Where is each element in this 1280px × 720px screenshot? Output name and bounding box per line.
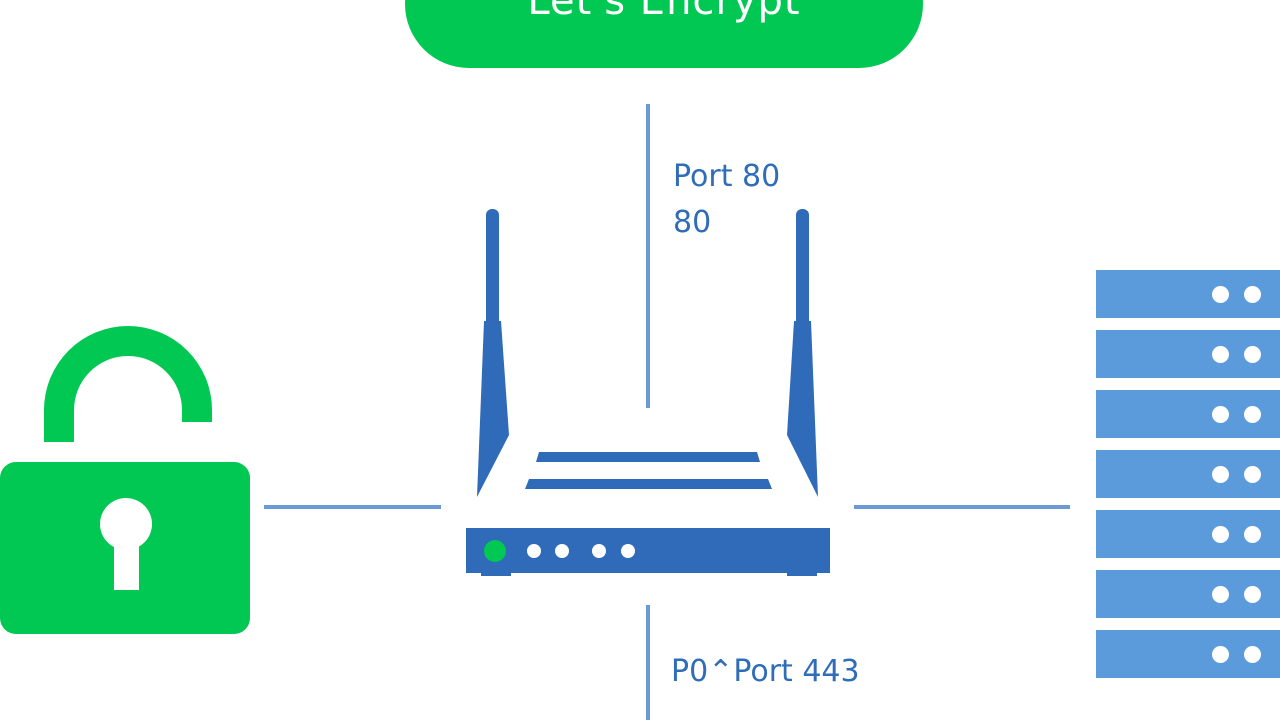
router-icon [466,209,830,576]
server-status-light [1244,466,1261,483]
padlock-icon [0,326,250,634]
router-top-stripe-1 [536,452,760,462]
router-light-3 [592,544,606,558]
server-status-light [1244,646,1261,663]
connector-line-top [646,104,650,408]
router-antenna-left-base [477,321,509,497]
router-power-light [484,540,506,562]
connector-line-left [264,505,441,509]
port-80-number-label: 80 [673,205,712,240]
server-rack-icon [1096,270,1280,690]
router-body [466,528,830,573]
port-443-label: P0⌃Port 443 [671,654,860,689]
server-status-light [1244,286,1261,303]
server-status-light [1212,286,1229,303]
server-status-light [1212,586,1229,603]
connector-line-bottom [646,605,650,720]
router-top-stripe-2 [525,479,772,489]
router-light-4 [621,544,635,558]
server-status-light [1212,406,1229,423]
padlock-shackle [44,326,212,442]
lets-encrypt-banner: Let's Encrypt [405,0,923,68]
port-80-label: Port 80 [673,159,781,194]
server-unit [1096,570,1280,618]
server-unit [1096,510,1280,558]
server-status-light [1244,406,1261,423]
server-status-light [1244,526,1261,543]
banner-title: Let's Encrypt [527,0,801,24]
router-light-2 [555,544,569,558]
router-foot-right [787,569,817,576]
router-light-1 [527,544,541,558]
padlock-keyhole-slot [114,536,139,590]
server-unit [1096,390,1280,438]
router-antenna-right-base [787,321,818,497]
server-unit [1096,630,1280,678]
server-unit [1096,270,1280,318]
server-status-light [1212,646,1229,663]
server-unit [1096,450,1280,498]
router-antenna-left-tip [486,209,499,329]
server-status-light [1244,586,1261,603]
server-status-light [1212,346,1229,363]
server-status-light [1212,526,1229,543]
server-unit [1096,330,1280,378]
router-antenna-right-tip [796,209,809,329]
connector-line-right [854,505,1070,509]
router-foot-left [481,569,511,576]
server-status-light [1212,466,1229,483]
server-status-light [1244,346,1261,363]
